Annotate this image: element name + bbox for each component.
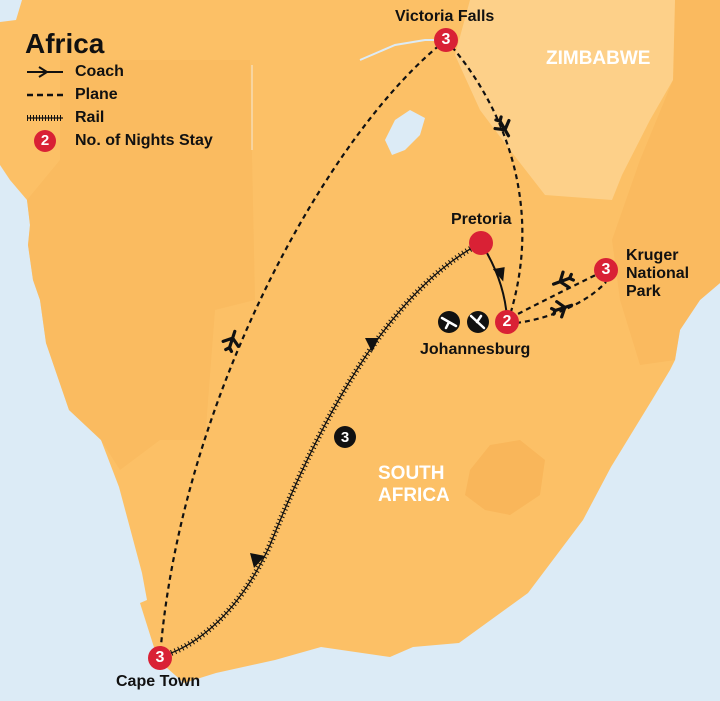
stop-marker-cape-town[interactable]: 3 — [148, 646, 172, 670]
stop-label-cape-town: Cape Town — [116, 673, 201, 690]
stop-marker-kruger[interactable]: 3 — [594, 258, 618, 282]
country-label-line: SOUTH — [378, 463, 445, 484]
legend-label: Coach — [75, 62, 124, 80]
coach-arrow-icon — [492, 267, 505, 282]
stop-label-line: Kruger — [626, 247, 679, 264]
region-namibia — [27, 60, 255, 470]
nights-badge-icon: 2 — [34, 129, 56, 152]
plane-route-vicfalls-capetown — [158, 39, 447, 658]
legend-label: Rail — [75, 108, 105, 126]
stop-marker-victoria-falls[interactable]: 3 — [434, 28, 458, 52]
country-label-south-africa: SOUTH AFRICA — [378, 463, 450, 507]
stop-label-line: Park — [626, 283, 661, 300]
plane-route-johannesburg-kruger-out — [509, 269, 607, 319]
legend-item-nights: 2 No. of Nights Stay — [25, 129, 213, 152]
legend-label: Plane — [75, 85, 118, 103]
plane-line-icon — [25, 88, 65, 102]
plane-route-vicfalls-johannesburg — [445, 39, 524, 316]
stop-label-kruger: Kruger National Park — [626, 247, 689, 301]
rail-nights-badge: 3 — [334, 426, 356, 448]
rail-arrow-icon — [250, 553, 265, 568]
airport-departure-icon — [438, 311, 460, 333]
legend-item-coach: Coach — [25, 60, 213, 83]
region-mozambique — [612, 0, 720, 365]
rail-line-icon — [25, 111, 65, 125]
country-label-line: AFRICA — [378, 485, 450, 506]
coach-line-icon — [25, 65, 65, 79]
legend-item-plane: Plane — [25, 83, 213, 106]
stop-label-johannesburg: Johannesburg — [420, 341, 531, 358]
country-label-zimbabwe: ZIMBABWE — [546, 48, 651, 69]
legend-title: Africa — [25, 28, 105, 59]
stop-label-pretoria: Pretoria — [451, 211, 512, 228]
pretoria-marker[interactable] — [469, 231, 493, 255]
lake — [385, 110, 425, 155]
legend-label: No. of Nights Stay — [75, 131, 213, 149]
rail-arrow-icon — [365, 338, 379, 352]
airport-arrival-icon — [467, 311, 489, 333]
legend-item-rail: Rail — [25, 106, 213, 129]
stop-marker-johannesburg[interactable]: 2 — [495, 310, 519, 334]
rail-route-pretoria-capetown — [159, 240, 483, 660]
stop-label-line: National — [626, 265, 690, 282]
stop-label-victoria-falls: Victoria Falls — [395, 8, 495, 25]
legend: Africa Coach Plane Rail 2 No. of Nights … — [25, 28, 213, 152]
region-lesotho — [465, 440, 545, 515]
